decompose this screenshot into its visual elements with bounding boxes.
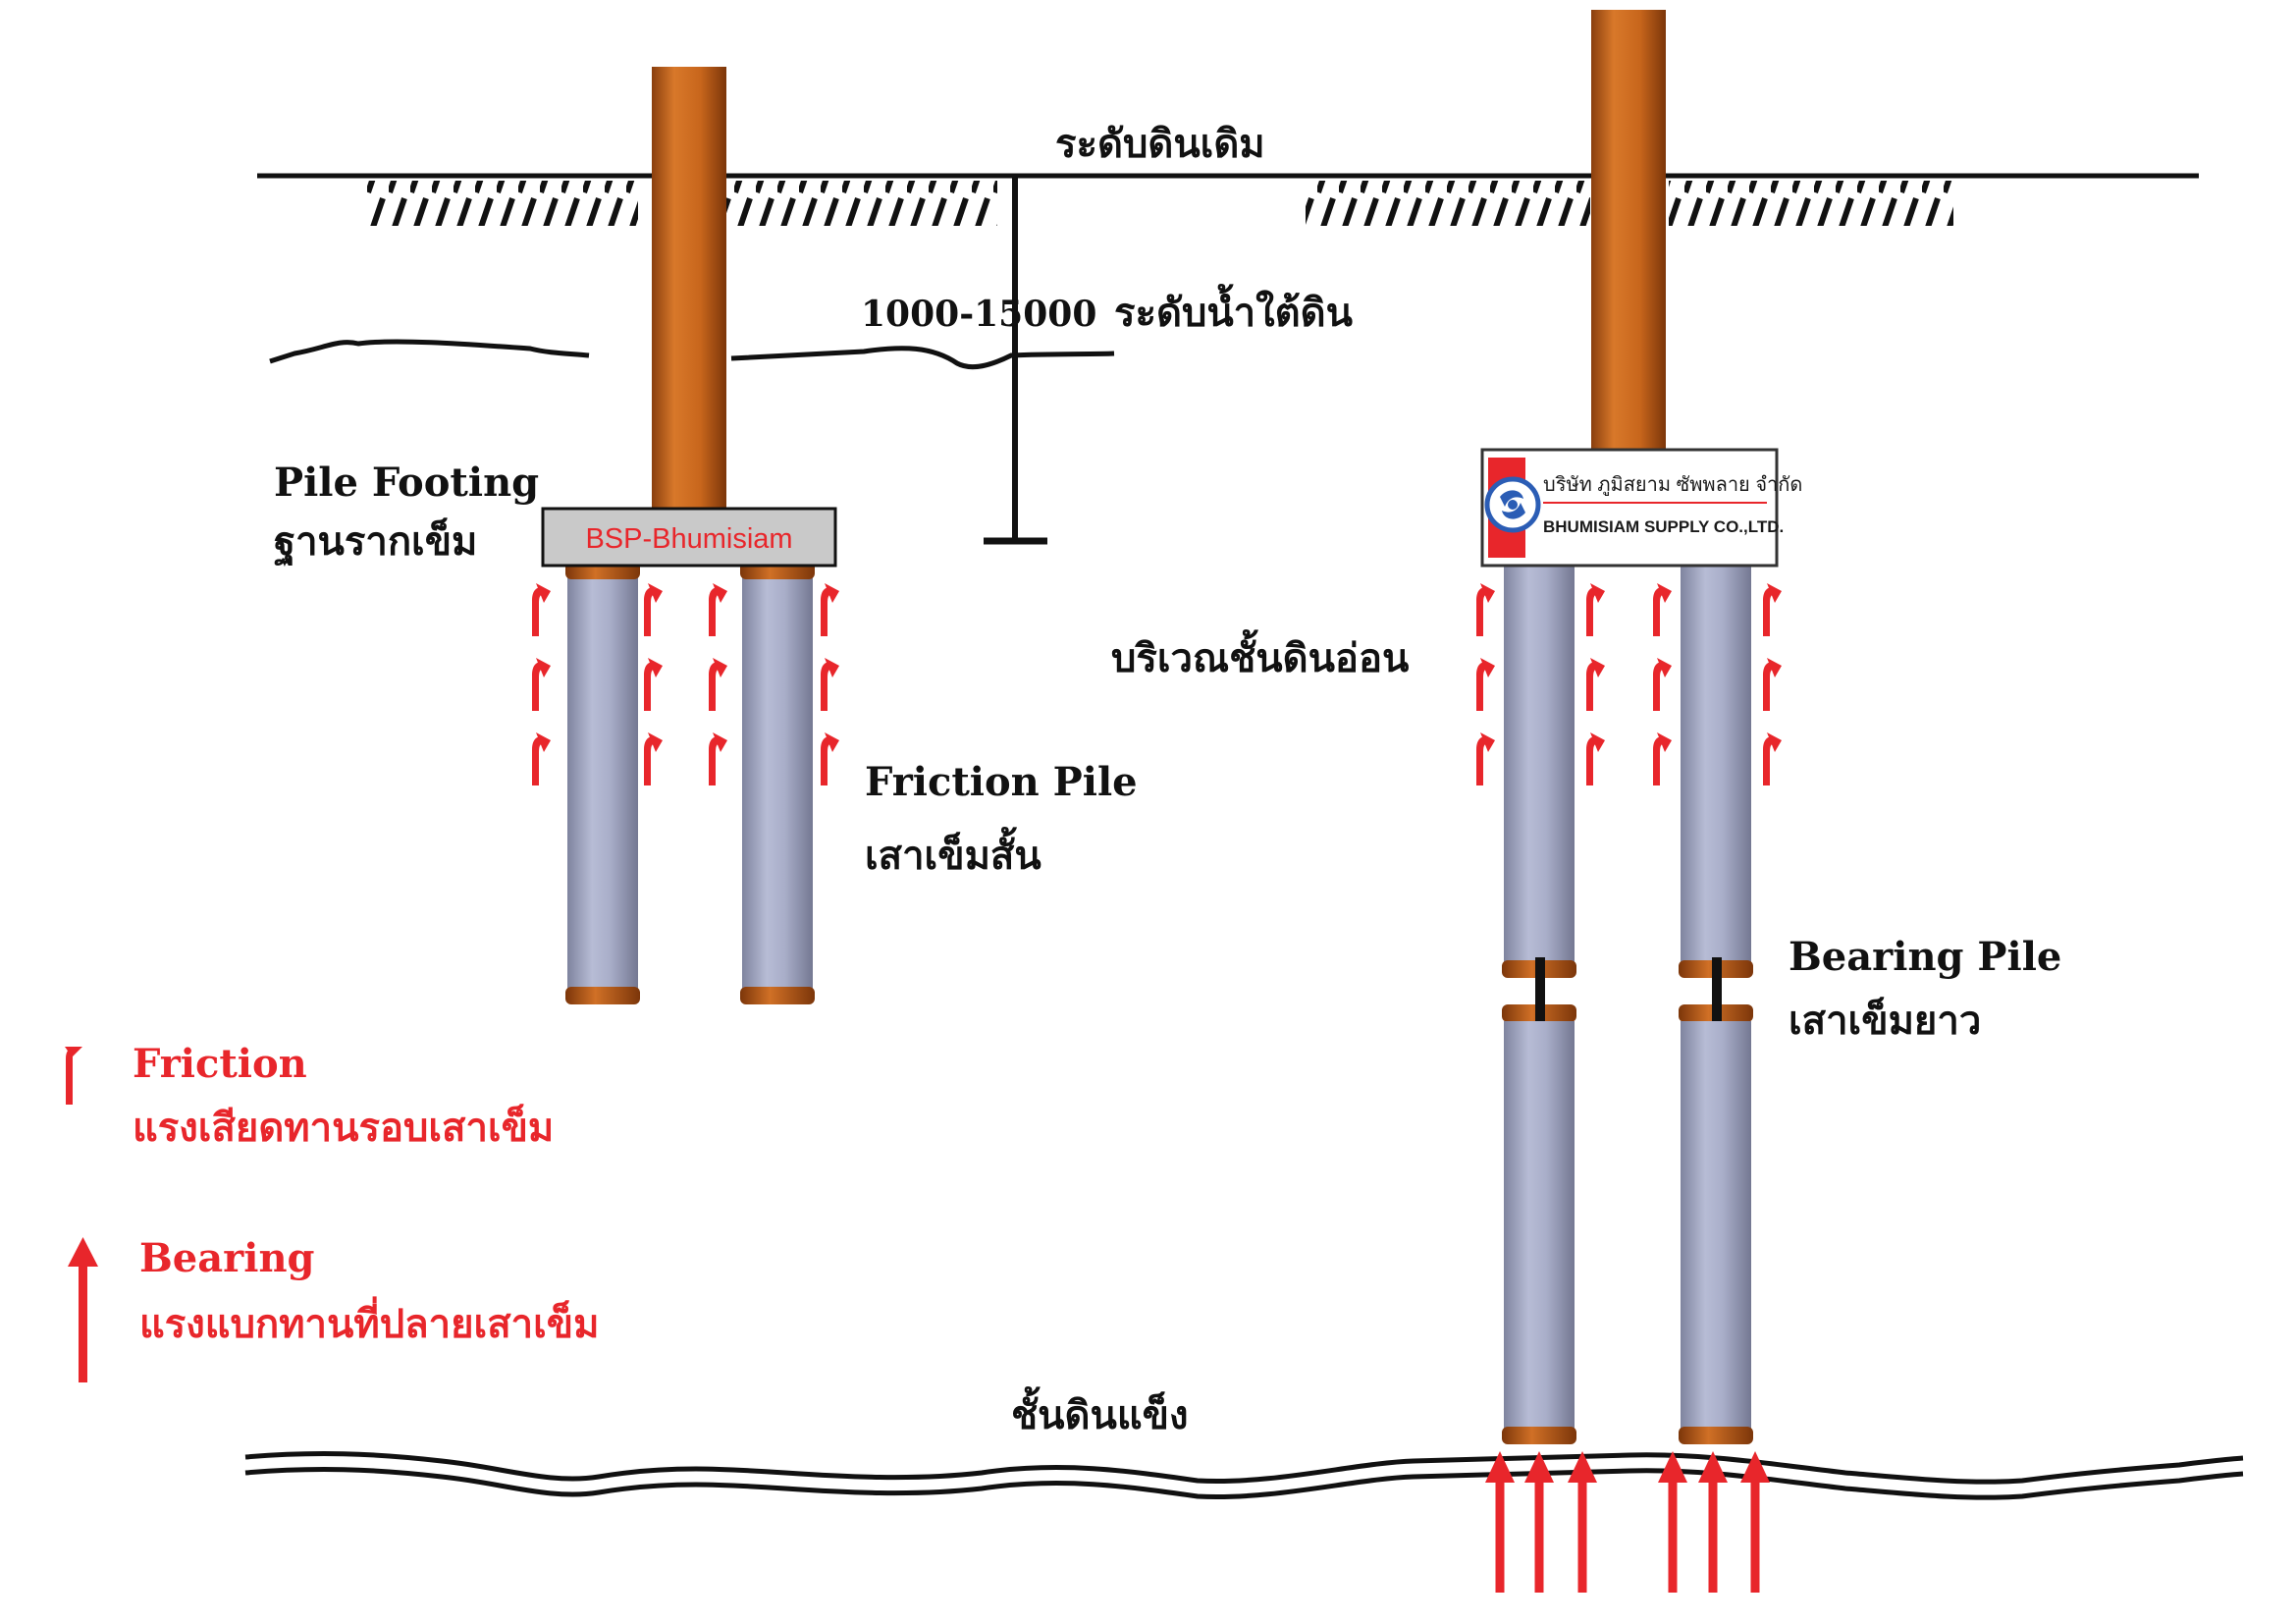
hard-soil-line (244, 1467, 2244, 1500)
column-left (652, 67, 726, 509)
bearing-arrow-icon (1698, 1451, 1728, 1593)
friction-arrow-icon (532, 583, 551, 636)
pile-footing-th-label: ฐานรากเข็ม (274, 516, 477, 568)
friction-arrow-icon (1763, 658, 1782, 711)
legend-friction-en: Friction (133, 1041, 307, 1087)
pile-cap-right (1480, 448, 1779, 568)
groundwater-line (730, 346, 1115, 370)
ground-hatch (724, 181, 997, 226)
bearing-arrow-icon (1485, 1451, 1515, 1593)
ground-hatch (1669, 181, 1953, 226)
friction-arrow-icon (1763, 583, 1782, 636)
pile-cap-left (541, 507, 837, 568)
ground-level-label: ระดับดินเดิม (1055, 121, 1265, 167)
friction-pile-en-label: Friction Pile (865, 759, 1138, 805)
bearing-pile-right-2 (1679, 566, 1753, 1444)
friction-pile-th-label: เสาเข็มสั้น (865, 827, 1041, 879)
friction-arrow-icon (709, 658, 727, 711)
depth-range-label: 1000-15000 (861, 294, 1096, 335)
friction-arrow-icon (1586, 658, 1605, 711)
bearing-arrow-icon (1568, 1451, 1597, 1593)
friction-arrows (532, 583, 1782, 785)
friction-arrow-icon (1653, 583, 1672, 636)
friction-arrow-icon (821, 583, 839, 636)
legend-friction-th: แรงเสียดทานรอบเสาเข็ม (133, 1103, 554, 1151)
ground-hatch (1306, 181, 1590, 226)
ground-hatch (365, 181, 638, 226)
friction-arrow-icon (1586, 732, 1605, 785)
friction-arrow-icon (709, 583, 727, 636)
hard-soil-layer-label: ชั้นดินแข็ง (1011, 1386, 1188, 1438)
legend-bearing-en: Bearing (139, 1235, 315, 1281)
friction-arrow-icon (1763, 732, 1782, 785)
hard-soil-line (244, 1451, 2244, 1485)
friction-arrow-icon (532, 732, 551, 785)
bearing-pile-en-label: Bearing Pile (1789, 934, 2061, 980)
bearing-pile-th-label: เสาเข็มยาว (1789, 996, 1981, 1044)
soft-soil-zone-label: บริเวณชั้นดินอ่อน (1111, 629, 1409, 681)
bearing-arrow-icon (1740, 1451, 1770, 1593)
column-right (1591, 10, 1666, 452)
friction-arrow-icon (1653, 732, 1672, 785)
friction-arrow-icon (644, 583, 663, 636)
friction-arrow-icon (821, 658, 839, 711)
friction-arrow-icon (644, 732, 663, 785)
friction-arrow-icon (1653, 658, 1672, 711)
friction-arrow-icon (532, 658, 551, 711)
bearing-arrow-icon (1524, 1451, 1554, 1593)
friction-pile-left-1 (565, 562, 640, 1004)
bearing-pile-right-1 (1502, 566, 1576, 1444)
friction-arrow-icon (644, 658, 663, 711)
friction-arrow-icon (1476, 583, 1495, 636)
pile-cap-left-label: BSP-Bhumisiam (585, 523, 792, 555)
legend-friction-arrow-icon (65, 1047, 82, 1105)
friction-arrow-icon (1476, 658, 1495, 711)
legend-bearing-th: แรงแบกทานที่ปลายเสาเข็ม (139, 1296, 599, 1347)
pile-footing-en-label: Pile Footing (274, 460, 539, 506)
bearing-arrow-icon (1658, 1451, 1687, 1593)
groundwater-line (269, 339, 590, 364)
bearing-arrows (1485, 1451, 1770, 1593)
legend-bearing-arrow-icon (68, 1237, 98, 1382)
friction-arrow-icon (1586, 583, 1605, 636)
friction-pile-left-2 (740, 562, 815, 1004)
logo-company-en: BHUMISIAM SUPPLY CO.,LTD. (1543, 517, 1784, 536)
friction-arrow-icon (709, 732, 727, 785)
logo-company-th: บริษัท ภูมิสยาม ซัพพลาย จำกัด (1543, 474, 1802, 497)
groundwater-level-label: ระดับน้ำใต้ดิน (1114, 284, 1353, 336)
friction-arrow-icon (821, 732, 839, 785)
friction-arrow-icon (1476, 732, 1495, 785)
